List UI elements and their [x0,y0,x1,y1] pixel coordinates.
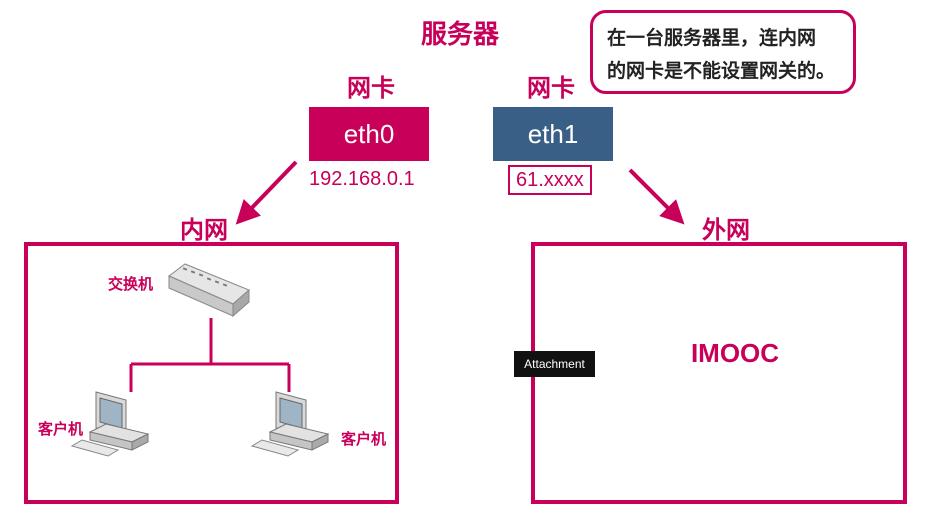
note-line-2: 的网卡是不能设置网关的。 [607,60,836,82]
wan-label: 外网 [702,216,750,244]
nic-label-eth1: 网卡 [527,74,575,102]
arrow-to-wan [628,168,685,225]
nic-eth1: eth1 [493,107,613,161]
client-computer-right-icon [250,391,330,457]
nic-eth0: eth0 [309,107,429,161]
arrow-to-lan [235,160,298,225]
ip-eth0: 192.168.0.1 [309,168,415,190]
switch-icon [168,263,250,318]
attachment-tooltip: Attachment [514,351,595,377]
lan-frame [24,242,399,504]
nic-label-eth0: 网卡 [347,74,395,102]
note-bubble: 在一台服务器里，连内网 的网卡是不能设置网关的。 [590,10,856,94]
server-title: 服务器 [420,20,499,50]
ip-eth1: 61.xxxx [508,165,592,195]
wan-name: IMOOC [690,338,780,368]
client-computer-left-icon [70,391,150,457]
client-label-left: 客户机 [38,420,84,438]
lan-label: 内网 [180,216,228,244]
client-label-right: 客户机 [341,430,387,448]
switch-label: 交换机 [108,275,154,293]
note-line-1: 在一台服务器里，连内网 [607,27,817,49]
